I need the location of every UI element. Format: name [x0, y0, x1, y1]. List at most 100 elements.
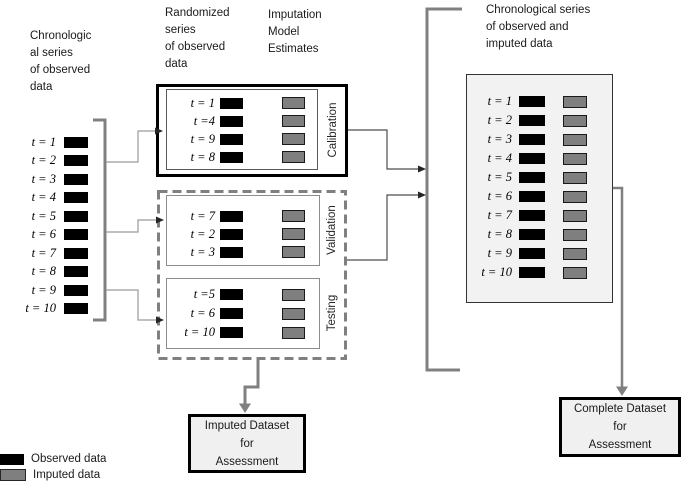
- observed-bar: [64, 303, 88, 315]
- observed-bar: [519, 210, 545, 221]
- observed-bar: [220, 308, 243, 319]
- time-label: t = 10: [481, 265, 512, 279]
- result-row: t = 7: [467, 206, 612, 225]
- series-row: t = 4: [24, 189, 88, 208]
- imputed-bar: [282, 288, 305, 301]
- imputed-bar: [563, 152, 587, 165]
- box-line: for: [240, 437, 254, 450]
- validation-row: t = 7: [167, 207, 319, 225]
- time-label: t = 10: [184, 325, 215, 339]
- series-row: t = 6: [24, 226, 88, 245]
- arrowhead-icon: [239, 403, 251, 413]
- calibration-inner-box: t = 1 t =4 t = 9 t = 8: [166, 89, 318, 170]
- testing-row: t = 10: [167, 323, 319, 342]
- time-label: t = 9: [31, 282, 56, 297]
- imputed-bar: [563, 171, 587, 184]
- imputed-bar: [563, 133, 587, 146]
- header-line: Chronologic: [30, 30, 92, 42]
- result-row: t = 5: [467, 168, 612, 187]
- randomized-series-header: Randomized series of observed data: [165, 5, 230, 73]
- series-row: t = 9: [24, 281, 88, 300]
- observed-bar: [64, 210, 88, 222]
- calibration-row: t =4: [167, 112, 317, 130]
- time-label: t = 4: [487, 151, 512, 165]
- right-bracket: [425, 7, 462, 372]
- time-label: t = 6: [487, 189, 512, 203]
- imputed-bar: [282, 97, 305, 109]
- observed-bar: [519, 267, 545, 278]
- imputed-bar: [282, 228, 305, 240]
- observed-bar: [220, 228, 243, 240]
- imputed-bar: [563, 228, 587, 241]
- time-label: t = 1: [487, 94, 512, 108]
- time-label: t = 1: [190, 95, 215, 110]
- imputed-bar: [282, 246, 305, 258]
- header-line: data: [30, 81, 53, 93]
- calibration-row: t = 8: [167, 148, 317, 166]
- imputed-bar: [282, 210, 305, 222]
- time-label: t =5: [193, 287, 215, 301]
- header-line: al series: [30, 47, 73, 59]
- legend-imputed-label: Imputed data: [33, 469, 101, 481]
- imputed-swatch-icon: [0, 469, 26, 481]
- observed-bar: [220, 289, 243, 300]
- header-line: Randomized: [165, 7, 230, 19]
- series-row: t = 2: [24, 152, 88, 171]
- box-line: Assessment: [588, 439, 652, 451]
- imputed-dataset-box: Imputed Dataset for Assessment: [188, 414, 306, 473]
- observed-bar: [220, 327, 243, 338]
- result-row: t = 10: [467, 263, 612, 282]
- observed-bar: [519, 153, 545, 164]
- observed-bar: [220, 97, 243, 109]
- result-row: t = 1: [467, 92, 612, 111]
- time-label: t = 7: [190, 208, 215, 223]
- observed-bar: [64, 155, 88, 167]
- observed-swatch-icon: [0, 453, 24, 465]
- observed-bar: [220, 151, 243, 163]
- result-row: t = 4: [467, 149, 612, 168]
- arrowhead-icon: [616, 386, 628, 396]
- observed-bar: [220, 115, 243, 127]
- time-label: t = 3: [487, 132, 512, 146]
- time-label: t = 1: [31, 134, 56, 149]
- connector-validation-to-result: [347, 194, 418, 261]
- time-label: t =4: [193, 113, 215, 128]
- series-row: t = 1: [24, 133, 88, 152]
- observed-bar: [519, 248, 545, 259]
- imputed-bar: [563, 190, 587, 203]
- complete-dataset-box: Complete Dataset for Assessment: [559, 397, 681, 457]
- validation-row: t = 3: [167, 243, 319, 261]
- legend-imputed-row: Imputed data: [0, 467, 106, 483]
- observed-bar: [220, 133, 243, 145]
- observed-bar: [519, 172, 545, 183]
- imputed-bar: [563, 266, 587, 279]
- imputed-bar: [282, 133, 305, 145]
- observed-bar: [64, 266, 88, 278]
- observed-bar: [220, 246, 243, 258]
- header-line: Chronological series: [486, 4, 591, 16]
- time-label: t = 6: [31, 227, 56, 242]
- imputed-bar: [563, 95, 587, 108]
- time-label: t = 8: [487, 227, 512, 241]
- observed-bar: [519, 229, 545, 240]
- box-line: Complete Dataset: [573, 403, 667, 415]
- imputed-bar: [563, 114, 587, 127]
- header-line: of observed and: [486, 21, 569, 33]
- time-label: t = 8: [31, 264, 56, 279]
- observed-bar: [64, 173, 88, 185]
- header-line: imputed data: [486, 38, 553, 50]
- validation-label: Validation: [326, 205, 338, 255]
- testing-row: t =5: [167, 285, 319, 304]
- arrowhead-icon: [418, 165, 426, 173]
- box-line: for: [613, 421, 627, 433]
- time-label: t = 5: [487, 170, 512, 184]
- calibration-row: t = 9: [167, 130, 317, 148]
- calibration-box: t = 1 t =4 t = 9 t = 8: [156, 84, 348, 177]
- time-label: t = 4: [31, 190, 56, 205]
- source-series-list: t = 1 t = 2 t = 3 t = 4 t = 5: [24, 133, 88, 318]
- time-label: t = 3: [31, 171, 56, 186]
- connector-to-calibration: [106, 130, 156, 163]
- source-series-header: Chronologic al series of observed data: [30, 28, 91, 96]
- calibration-row: t = 1: [167, 94, 317, 112]
